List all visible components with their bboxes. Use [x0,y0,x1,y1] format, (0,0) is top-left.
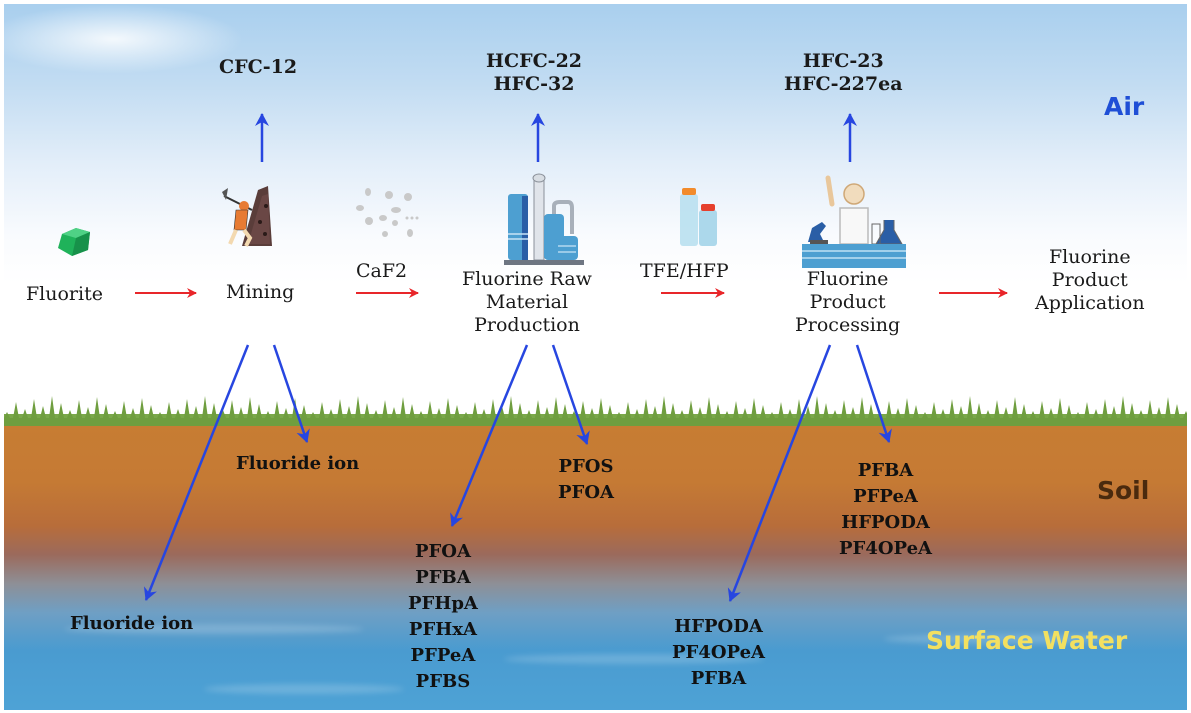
soil-release-raw: PFOS PFOA [558,454,614,506]
node-line: Fluorine [806,268,889,290]
air-emission-processing: HFC-23 HFC-227ea [784,50,903,96]
intermediate-tfe-hfp: TFE/HFP [640,260,729,282]
diagram-canvas: Fluorite Mining Fluorine Raw Material Pr… [4,4,1187,710]
node-line: Material [485,291,569,313]
air-zone-background [4,4,1187,404]
compound: PFPeA [410,645,476,666]
compound: HFPODA [841,512,930,533]
compound: HCFC-22 [486,50,583,72]
compound: PFBA [857,460,914,481]
compound: PF4OPeA [839,538,932,559]
compound: CFC-12 [219,56,298,78]
node-line: Product [809,291,886,313]
compound: PF4OPeA [672,642,765,663]
zone-label-soil: Soil [1097,476,1150,505]
miner-icon [222,186,272,247]
cloud [4,4,244,74]
compound: HFC-23 [802,50,884,72]
compound: PFHxA [408,619,477,640]
diagram-svg [4,113,1187,602]
node-line: Fluorine Raw [462,268,592,290]
zone-label-surface-water: Surface Water [926,626,1128,655]
water-release-raw: PFOA PFBA PFHpA PFHxA PFPeA PFBS [408,539,478,695]
node-line: Application [1035,292,1145,314]
water-release-mining: Fluoride ion [70,613,194,634]
node-line: Processing [795,314,901,336]
air-emission-raw: HCFC-22 HFC-32 [486,50,582,96]
soil-arrow-mining [272,344,310,443]
compound: HFPODA [674,616,763,637]
compound: PFHpA [408,593,478,614]
zone-label-air: Air [1104,92,1145,121]
intermediate-caf2: CaF2 [356,260,408,282]
compound: PFBS [415,671,471,692]
node-product-application: Fluorine Product Application [1035,246,1145,315]
lab-worker-icon [802,175,906,268]
soil-release-mining: Fluoride ion [236,453,360,474]
soil-release-processing: PFBA PFPeA HFPODA PF4OPeA [839,458,932,562]
water-release-processing: HFPODA PF4OPeA PFBA [672,614,765,692]
air-emission-mining: CFC-12 [219,56,297,79]
compound: PFOS [558,456,614,477]
compound: HFC-227ea [784,73,903,95]
compound: PFBA [415,567,471,588]
soil-arrow-processing [855,344,892,443]
soil-arrow-raw [551,344,590,445]
compound: PFOA [414,541,471,562]
node-line: Production [474,314,580,336]
water-arrow-processing [727,344,832,602]
compound: PFBA [690,668,747,689]
node-raw-material-production: Fluorine Raw Material Production [462,268,592,337]
node-product-processing: Fluorine Product Processing [795,268,900,337]
bottles-icon [680,188,717,246]
compound: HFC-32 [493,73,575,95]
soil-water-background [4,424,1187,710]
factory-icon [504,173,584,265]
node-fluorite: Fluorite [26,283,103,305]
node-mining: Mining [226,281,295,303]
node-line: Product [1051,269,1128,291]
grass-strip [4,396,1187,426]
compound: PFOA [558,482,614,503]
caf2-powder-icon [356,188,419,237]
node-line: Fluorine [1048,246,1131,268]
water-arrow-mining [143,344,250,601]
fluorite-crystal-icon [58,228,90,256]
compound: PFPeA [853,486,918,507]
water-arrow-raw [450,344,529,527]
